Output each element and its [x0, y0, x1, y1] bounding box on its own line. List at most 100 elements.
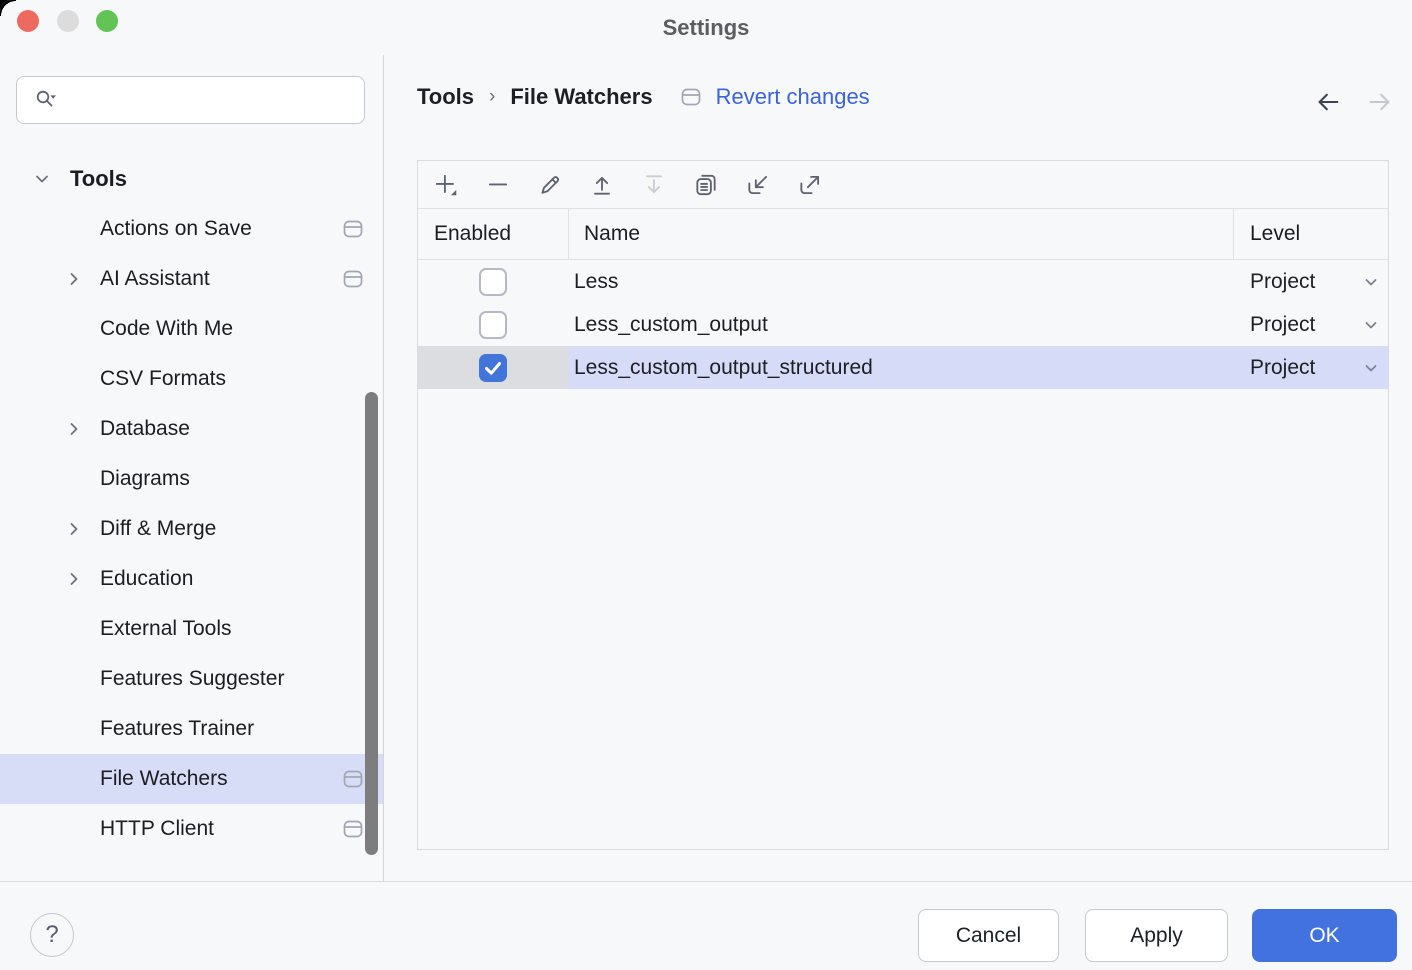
chevron-down-icon: [1363, 274, 1379, 290]
forward-arrow-button: [1365, 87, 1395, 117]
sidebar-item-external-tools[interactable]: External Tools: [0, 604, 383, 654]
edit-button[interactable]: [524, 165, 576, 205]
enabled-cell: [418, 346, 568, 389]
chevron-down-icon: [1363, 317, 1379, 333]
level-dropdown[interactable]: Project: [1233, 303, 1388, 346]
chevron-down-icon[interactable]: [34, 171, 50, 187]
move-down-icon: [641, 172, 667, 198]
breadcrumb: Tools › File Watchers Revert changes: [417, 84, 870, 110]
sidebar-item-file-watchers[interactable]: File Watchers: [0, 754, 383, 804]
sidebar-item-label: Code With Me: [100, 317, 234, 340]
chevron-right-icon[interactable]: [66, 421, 82, 437]
search-icon[interactable]: [34, 88, 58, 112]
watchers-toolbar: [418, 161, 1388, 209]
name-cell: Less: [568, 260, 1233, 303]
sidebar-scrollbar-thumb[interactable]: [365, 392, 378, 855]
close-window-button[interactable]: [17, 10, 39, 32]
sidebar-item-database[interactable]: Database: [0, 404, 383, 454]
export-button[interactable]: [784, 165, 836, 205]
footer-divider: [0, 881, 1412, 882]
chevron-right-icon[interactable]: [66, 271, 82, 287]
column-header-enabled: Enabled: [434, 222, 512, 245]
move-up-button[interactable]: [576, 165, 628, 205]
move-up-icon: [589, 172, 615, 198]
sidebar-item-label: AI Assistant: [100, 267, 210, 290]
level-dropdown[interactable]: Project: [1233, 260, 1388, 303]
zoom-window-button[interactable]: [96, 10, 118, 32]
sidebar-item-csv-formats[interactable]: CSV Formats: [0, 354, 383, 404]
breadcrumb-current: File Watchers: [510, 84, 653, 109]
search-input[interactable]: [66, 87, 364, 113]
enabled-checkbox[interactable]: [479, 310, 507, 339]
edit-icon: [537, 172, 563, 198]
enabled-cell: [418, 260, 568, 303]
modified-indicator-icon: [343, 270, 363, 288]
sidebar-item-tools[interactable]: Tools: [0, 154, 383, 204]
sidebar-item-features-trainer[interactable]: Features Trainer: [0, 704, 383, 754]
table-header: Enabled Name Level: [418, 209, 1388, 260]
move-down-button: [628, 165, 680, 205]
sidebar-item-code-with-me[interactable]: Code With Me: [0, 304, 383, 354]
watcher-name: Less: [574, 269, 619, 293]
minimize-window-button[interactable]: [57, 10, 79, 32]
window-title: Settings: [662, 15, 750, 40]
ok-button[interactable]: OK: [1252, 909, 1397, 962]
level-value: Project: [1250, 355, 1316, 379]
sidebar-item-label: Education: [100, 567, 194, 590]
sidebar-item-label: External Tools: [100, 617, 232, 640]
sidebar-item-education[interactable]: Education: [0, 554, 383, 604]
breadcrumb-parent[interactable]: Tools: [417, 84, 475, 109]
modified-indicator-icon: [343, 820, 363, 838]
export-icon: [797, 172, 823, 198]
column-separator: [568, 209, 569, 259]
name-cell: Less_custom_output: [568, 303, 1233, 346]
watcher-name: Less_custom_output_structured: [574, 355, 873, 379]
settings-search-box[interactable]: [16, 76, 365, 124]
level-value: Project: [1250, 312, 1316, 336]
sidebar-item-label: Actions on Save: [100, 217, 252, 240]
back-arrow-button[interactable]: [1313, 87, 1343, 117]
import-button[interactable]: [732, 165, 784, 205]
modified-indicator-icon: [343, 220, 363, 238]
apply-button[interactable]: Apply: [1085, 909, 1228, 962]
table-row[interactable]: Less_custom_output Project: [418, 303, 1388, 346]
sidebar-item-actions-on-save[interactable]: Actions on Save: [0, 204, 383, 254]
modified-indicator-icon: [681, 88, 701, 106]
modified-indicator-icon: [343, 770, 363, 788]
sidebar-item-label: Diff & Merge: [100, 517, 217, 540]
import-icon: [745, 172, 771, 198]
enabled-checkbox[interactable]: [479, 353, 507, 382]
sidebar-divider: [383, 55, 384, 881]
help-button[interactable]: ?: [30, 913, 74, 957]
enabled-checkbox[interactable]: [479, 267, 507, 296]
remove-button[interactable]: [472, 165, 524, 205]
cancel-button[interactable]: Cancel: [918, 909, 1059, 962]
remove-icon: [485, 172, 511, 198]
sidebar-item-label: Features Suggester: [100, 667, 285, 690]
chevron-right-icon[interactable]: [66, 521, 82, 537]
breadcrumb-separator: ›: [489, 86, 496, 107]
window-corner: [0, 0, 16, 16]
level-dropdown[interactable]: Project: [1233, 346, 1388, 389]
revert-changes-link[interactable]: Revert changes: [715, 84, 870, 109]
add-icon: [433, 172, 459, 198]
sidebar-item-http-client[interactable]: HTTP Client: [0, 804, 383, 854]
enabled-cell: [418, 303, 568, 346]
add-button[interactable]: [420, 165, 472, 205]
sidebar-item-diff-merge[interactable]: Diff & Merge: [0, 504, 383, 554]
sidebar-item-label: Tools: [70, 166, 128, 191]
sidebar-item-diagrams[interactable]: Diagrams: [0, 454, 383, 504]
sidebar-item-ai-assistant[interactable]: AI Assistant: [0, 254, 383, 304]
column-header-name: Name: [584, 222, 641, 245]
duplicate-button[interactable]: [680, 165, 732, 205]
table-row[interactable]: Less Project: [418, 260, 1388, 303]
column-separator: [1233, 209, 1234, 259]
table-row[interactable]: Less_custom_output_structured Project: [418, 346, 1388, 389]
name-cell: Less_custom_output_structured: [568, 346, 1233, 389]
chevron-right-icon[interactable]: [66, 571, 82, 587]
sidebar-item-features-suggester[interactable]: Features Suggester: [0, 654, 383, 704]
